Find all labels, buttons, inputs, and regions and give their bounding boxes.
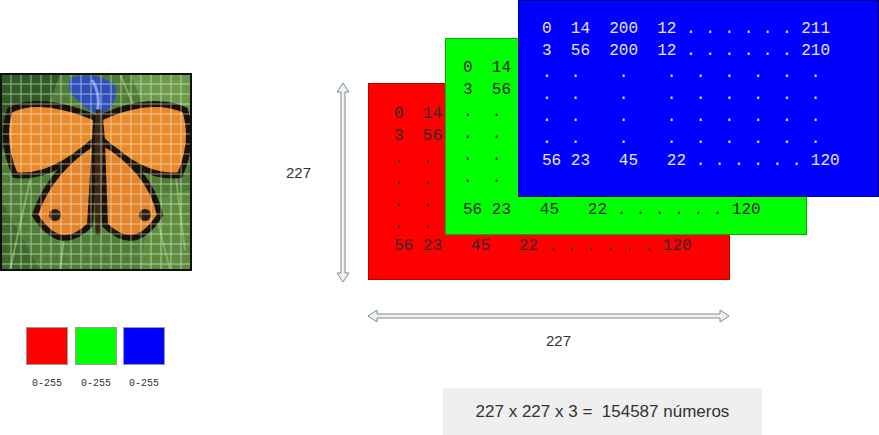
matrix-row: 56 23 45 22 . . . . . . 120: [542, 150, 878, 172]
butterfly-photo: [1, 74, 191, 270]
dimension-label: 227: [546, 332, 571, 349]
formula-box: 227 x 227 x 3 = 154587 números: [443, 388, 762, 435]
color-swatch: [75, 327, 117, 365]
dimension-label: 227: [286, 164, 311, 181]
range-label: 0-255: [129, 378, 159, 389]
matrix-row: 56 23 45 22 . . . . . . 120: [463, 199, 806, 221]
dimension-arrow: [337, 83, 349, 282]
matrix-row: 56 23 45 22 . . . . . . 120: [394, 235, 729, 257]
matrix-row: 3 56 200 12 . . . . . . 210: [542, 40, 878, 62]
matrix-row: . . . . . . . . .: [542, 84, 878, 106]
range-label: 0-255: [32, 378, 62, 389]
matrix-row: 0 14 200 12 . . . . . . 211: [542, 18, 878, 40]
color-swatch: [26, 327, 68, 365]
photo-frame: [1, 74, 191, 270]
formula-text: 227 x 227 x 3 = 154587 números: [476, 402, 730, 422]
matrix-row: . . . . . . . . .: [542, 62, 878, 84]
color-swatch: [123, 327, 165, 365]
range-label: 0-255: [81, 378, 111, 389]
blue-channel-matrix: 0 14 200 12 . . . . . . 2113 56 200 12 .…: [518, 0, 879, 197]
matrix-row: . . . . . . . . .: [542, 106, 878, 128]
matrix-row: . . . . . . . . .: [542, 128, 878, 150]
dimension-arrow: [368, 310, 729, 322]
